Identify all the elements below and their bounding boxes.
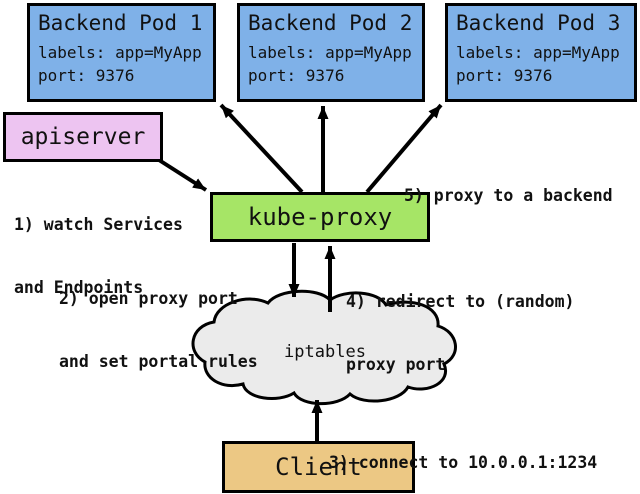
arrow-kubeproxy-to-pod1 xyxy=(219,103,304,194)
kube-proxy-label: kube-proxy xyxy=(247,203,393,231)
annotation-line: 1) watch Services xyxy=(14,215,183,234)
pod-port: port: 9376 xyxy=(38,66,135,85)
pod-labels: labels: app=MyApp xyxy=(248,43,412,62)
pod-title: Backend Pod 1 xyxy=(38,11,203,35)
annotation-line: proxy port xyxy=(346,355,446,374)
annotation-step-2: 2) open proxy port and set portal rules xyxy=(59,246,258,414)
annotation-line: 4) redirect to (random) xyxy=(346,292,575,311)
client-box: Client xyxy=(222,441,415,493)
annotation-line: 3) connect to 10.0.0.1:1234 xyxy=(329,453,598,472)
apiserver-label: apiserver xyxy=(20,124,146,150)
backend-pod-2-box: Backend Pod 2 labels: app=MyApp port: 93… xyxy=(237,3,425,102)
annotation-line: 2) open proxy port xyxy=(59,289,238,308)
annotation-line: and set portal rules xyxy=(59,352,258,371)
pod-title: Backend Pod 3 xyxy=(456,11,621,35)
pod-port: port: 9376 xyxy=(456,66,553,85)
iptables-label: iptables xyxy=(284,342,366,362)
pod-labels: labels: app=MyApp xyxy=(456,43,620,62)
annotation-step-4: 4) redirect to (random) proxy port xyxy=(346,249,574,417)
apiserver-box: apiserver xyxy=(3,112,163,162)
annotation-step-5: 5) proxy to a backend xyxy=(404,143,613,248)
client-label: Client xyxy=(275,453,362,481)
pod-title: Backend Pod 2 xyxy=(248,11,413,35)
annotation-step-1: 1) watch Services and Endpoints xyxy=(14,172,183,340)
annotation-line: and Endpoints xyxy=(14,278,144,297)
kube-proxy-box: kube-proxy xyxy=(210,192,430,242)
backend-pod-3-box: Backend Pod 3 labels: app=MyApp port: 93… xyxy=(445,3,637,102)
pod-labels: labels: app=MyApp xyxy=(38,43,202,62)
backend-pod-1-box: Backend Pod 1 labels: app=MyApp port: 93… xyxy=(27,3,216,102)
annotation-line: 5) proxy to a backend xyxy=(404,186,613,205)
pod-port: port: 9376 xyxy=(248,66,345,85)
annotation-step-3: 3) connect to 10.0.0.1:1234 xyxy=(329,410,597,494)
